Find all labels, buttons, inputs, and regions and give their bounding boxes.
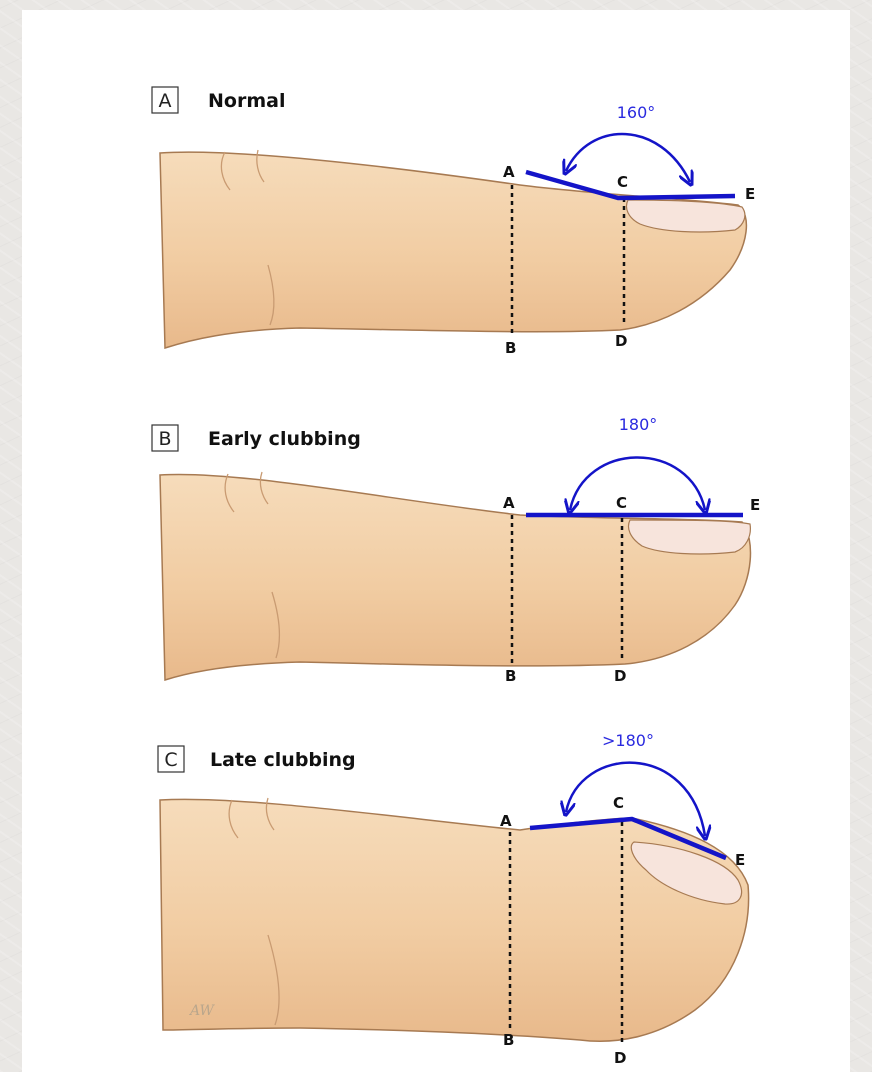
- panel-early-clubbing: B Early clubbing 180° A B C D E: [152, 415, 760, 685]
- point-a-label: A: [503, 494, 515, 512]
- panel-title: Early clubbing: [208, 428, 361, 450]
- panel-letter: C: [164, 749, 177, 771]
- panel-letter: B: [158, 428, 171, 450]
- point-b-label: B: [505, 667, 516, 685]
- point-e-label: E: [735, 851, 745, 869]
- angle-label: >180°: [602, 731, 654, 750]
- point-d-label: D: [615, 332, 627, 350]
- point-c-label: C: [617, 173, 628, 191]
- finger-shape: [160, 474, 750, 680]
- point-d-label: D: [614, 667, 626, 685]
- panel-normal: A Normal 160° A B C D E: [152, 87, 755, 357]
- point-c-label: C: [613, 794, 624, 812]
- point-b-label: B: [505, 339, 516, 357]
- point-c-label: C: [616, 494, 627, 512]
- artist-signature: AW: [188, 1003, 216, 1019]
- angle-label: 160°: [617, 103, 656, 122]
- angle-arrow: [570, 458, 705, 511]
- panel-title: Late clubbing: [210, 749, 356, 771]
- finger-shape: [160, 799, 749, 1041]
- panel-late-clubbing: C Late clubbing >180° A B C D E AW: [158, 731, 749, 1067]
- point-e-label: E: [745, 185, 755, 203]
- point-d-label: D: [614, 1049, 626, 1067]
- panel-letter: A: [159, 90, 172, 112]
- angle-label: 180°: [619, 415, 658, 434]
- finger-shape: [160, 152, 746, 348]
- point-e-label: E: [750, 496, 760, 514]
- point-a-label: A: [500, 812, 512, 830]
- point-b-label: B: [503, 1031, 514, 1049]
- panel-title: Normal: [208, 90, 285, 112]
- point-a-label: A: [503, 163, 515, 181]
